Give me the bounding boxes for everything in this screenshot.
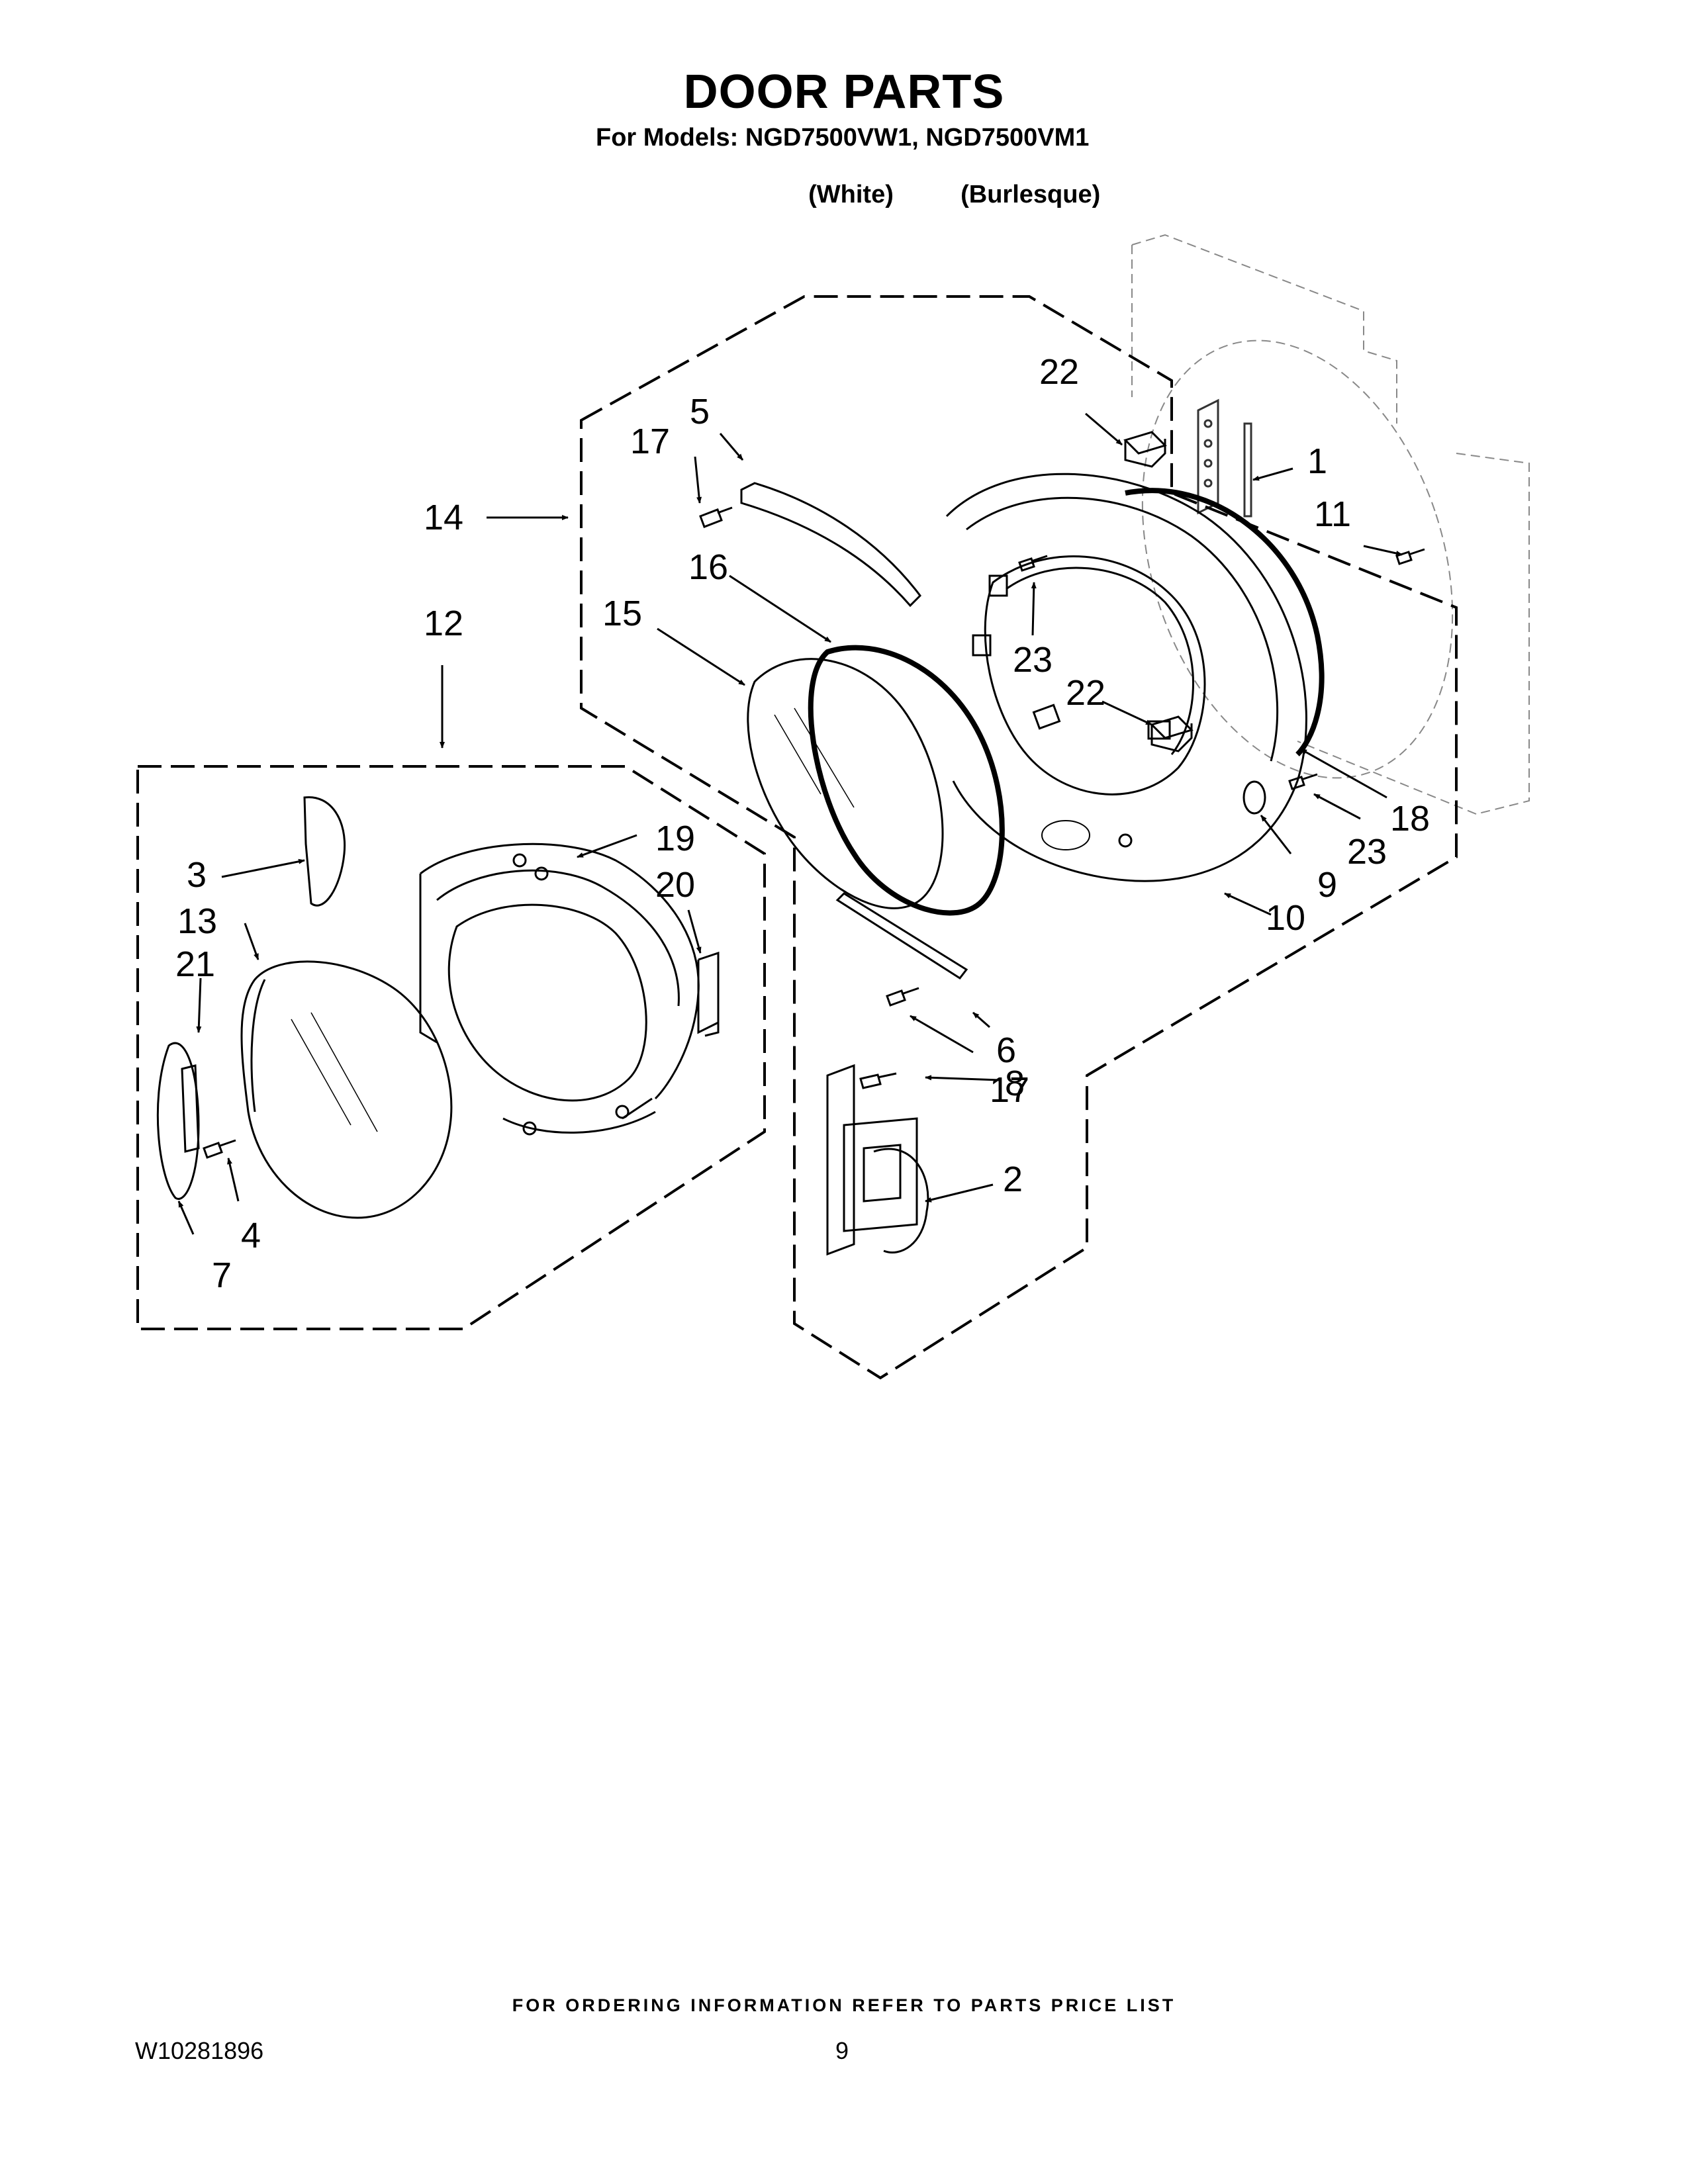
inner-glass — [747, 658, 944, 909]
model-numbers: For Models: NGD7500VW1, NGD7500VM1 — [596, 124, 1090, 152]
callout-2: 2 — [1003, 1160, 1023, 1199]
callout-8: 8 — [1005, 1064, 1025, 1103]
callout-19: 19 — [655, 819, 695, 858]
callout-23b: 23 — [1347, 832, 1387, 872]
outer-door-panel — [945, 473, 1307, 882]
callout-6: 6 — [996, 1030, 1016, 1070]
cabinet-hinge-plate — [1197, 398, 1252, 518]
callout-17a: 17 — [630, 422, 670, 461]
hinge-strip-bottom — [835, 892, 968, 980]
callout-labels: 1 2 3 4 5 6 7 8 9 10 11 12 13 14 15 16 1… — [175, 352, 1430, 1295]
strike-bracket — [697, 951, 720, 1037]
leader-lines — [177, 412, 1403, 1235]
callout-3: 3 — [187, 855, 207, 895]
door-latch — [826, 1064, 929, 1256]
document-number: W10281896 — [135, 2037, 264, 2064]
callout-5: 5 — [690, 392, 710, 432]
variant-white: (White) — [808, 181, 894, 208]
callout-18: 18 — [1390, 799, 1430, 839]
assembly-12-boundary — [136, 765, 766, 1330]
callout-20: 20 — [655, 865, 695, 905]
cabinet-outline — [1131, 234, 1530, 815]
variant-burlesque: (Burlesque) — [961, 181, 1101, 208]
callout-1: 1 — [1307, 441, 1327, 481]
hinge-blocks — [1123, 431, 1194, 752]
trim-ring — [419, 842, 700, 1136]
callout-21: 21 — [175, 944, 215, 984]
callout-22b: 22 — [1066, 673, 1105, 713]
callout-23a: 23 — [1013, 640, 1053, 680]
callout-7: 7 — [212, 1255, 232, 1295]
assembly-14-boundary — [580, 295, 1458, 1380]
model-variants: (White) (Burlesque) — [794, 151, 1100, 209]
callout-22a: 22 — [1039, 352, 1079, 392]
hinge-cap — [1243, 780, 1266, 815]
screw-icons — [203, 506, 1425, 1159]
door-seal — [1125, 488, 1325, 756]
outer-door-glass — [240, 960, 453, 1219]
callout-14: 14 — [424, 498, 463, 537]
page-number: 9 — [835, 2037, 849, 2064]
ordering-note: FOR ORDERING INFORMATION REFER TO PARTS … — [512, 1995, 1176, 2015]
callout-17b: 17 — [990, 1070, 1029, 1110]
callout-13: 13 — [177, 901, 217, 941]
door-handle — [156, 1042, 200, 1200]
callout-9: 9 — [1317, 865, 1337, 905]
callout-4: 4 — [241, 1216, 261, 1255]
glass-gasket — [808, 645, 1005, 916]
callout-16: 16 — [688, 547, 728, 587]
hinge-cover — [303, 796, 346, 907]
page-title: DOOR PARTS — [683, 66, 1005, 118]
callout-15: 15 — [602, 594, 642, 633]
callout-12: 12 — [424, 604, 463, 643]
callout-10: 10 — [1266, 898, 1305, 938]
hinge-strip-top — [740, 482, 921, 608]
callout-11: 11 — [1314, 494, 1351, 534]
